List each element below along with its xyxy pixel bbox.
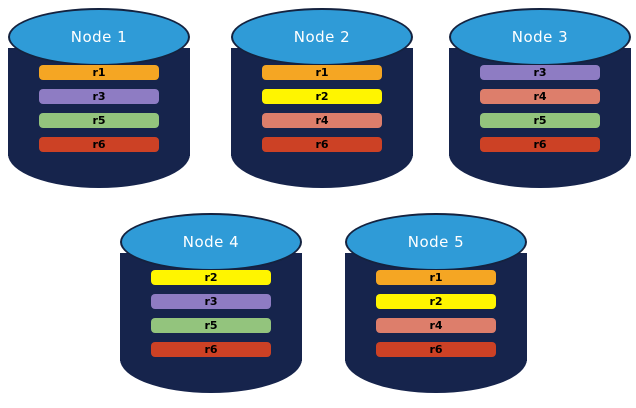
database-node[interactable]: Node 5 r1 r2 r4 r6	[345, 213, 527, 393]
replica-bar[interactable]: r6	[39, 137, 159, 152]
replica-bar[interactable]: r3	[39, 89, 159, 104]
replica-bar[interactable]: r1	[376, 270, 496, 285]
replica-bar[interactable]: r5	[39, 113, 159, 128]
cylinder-top-ellipse	[120, 213, 302, 271]
node-label: Node 1	[70, 28, 128, 46]
replica-bar[interactable]: r4	[376, 318, 496, 333]
database-node[interactable]: Node 3 r3 r4 r5 r6	[449, 8, 631, 188]
replica-bar[interactable]: r1	[39, 65, 159, 80]
database-node[interactable]: Node 4 r2 r3 r5 r6	[120, 213, 302, 393]
replica-stack: r1 r3 r5 r6	[39, 65, 159, 161]
replica-stack: r1 r2 r4 r6	[376, 270, 496, 366]
replica-bar[interactable]: r3	[480, 65, 600, 80]
replica-bar[interactable]: r4	[480, 89, 600, 104]
replica-bar[interactable]: r6	[376, 342, 496, 357]
replica-bar[interactable]: r2	[376, 294, 496, 309]
replica-bar[interactable]: r6	[480, 137, 600, 152]
cylinder-top-ellipse	[8, 8, 190, 66]
replica-bar[interactable]: r6	[262, 137, 382, 152]
replica-bar[interactable]: r5	[480, 113, 600, 128]
replica-bar[interactable]: r2	[151, 270, 271, 285]
replica-bar[interactable]: r5	[151, 318, 271, 333]
replica-bar[interactable]: r2	[262, 89, 382, 104]
database-node[interactable]: Node 2 r1 r2 r4 r6	[231, 8, 413, 188]
node-label: Node 4	[182, 233, 240, 251]
node-label: Node 3	[511, 28, 569, 46]
database-node[interactable]: Node 1 r1 r3 r5 r6	[8, 8, 190, 188]
replica-stack: r3 r4 r5 r6	[480, 65, 600, 161]
replica-stack: r2 r3 r5 r6	[151, 270, 271, 366]
replica-bar[interactable]: r4	[262, 113, 382, 128]
node-label: Node 2	[293, 28, 351, 46]
replica-bar[interactable]: r1	[262, 65, 382, 80]
replica-bar[interactable]: r3	[151, 294, 271, 309]
replica-stack: r1 r2 r4 r6	[262, 65, 382, 161]
replica-bar[interactable]: r6	[151, 342, 271, 357]
node-label: Node 5	[407, 233, 465, 251]
